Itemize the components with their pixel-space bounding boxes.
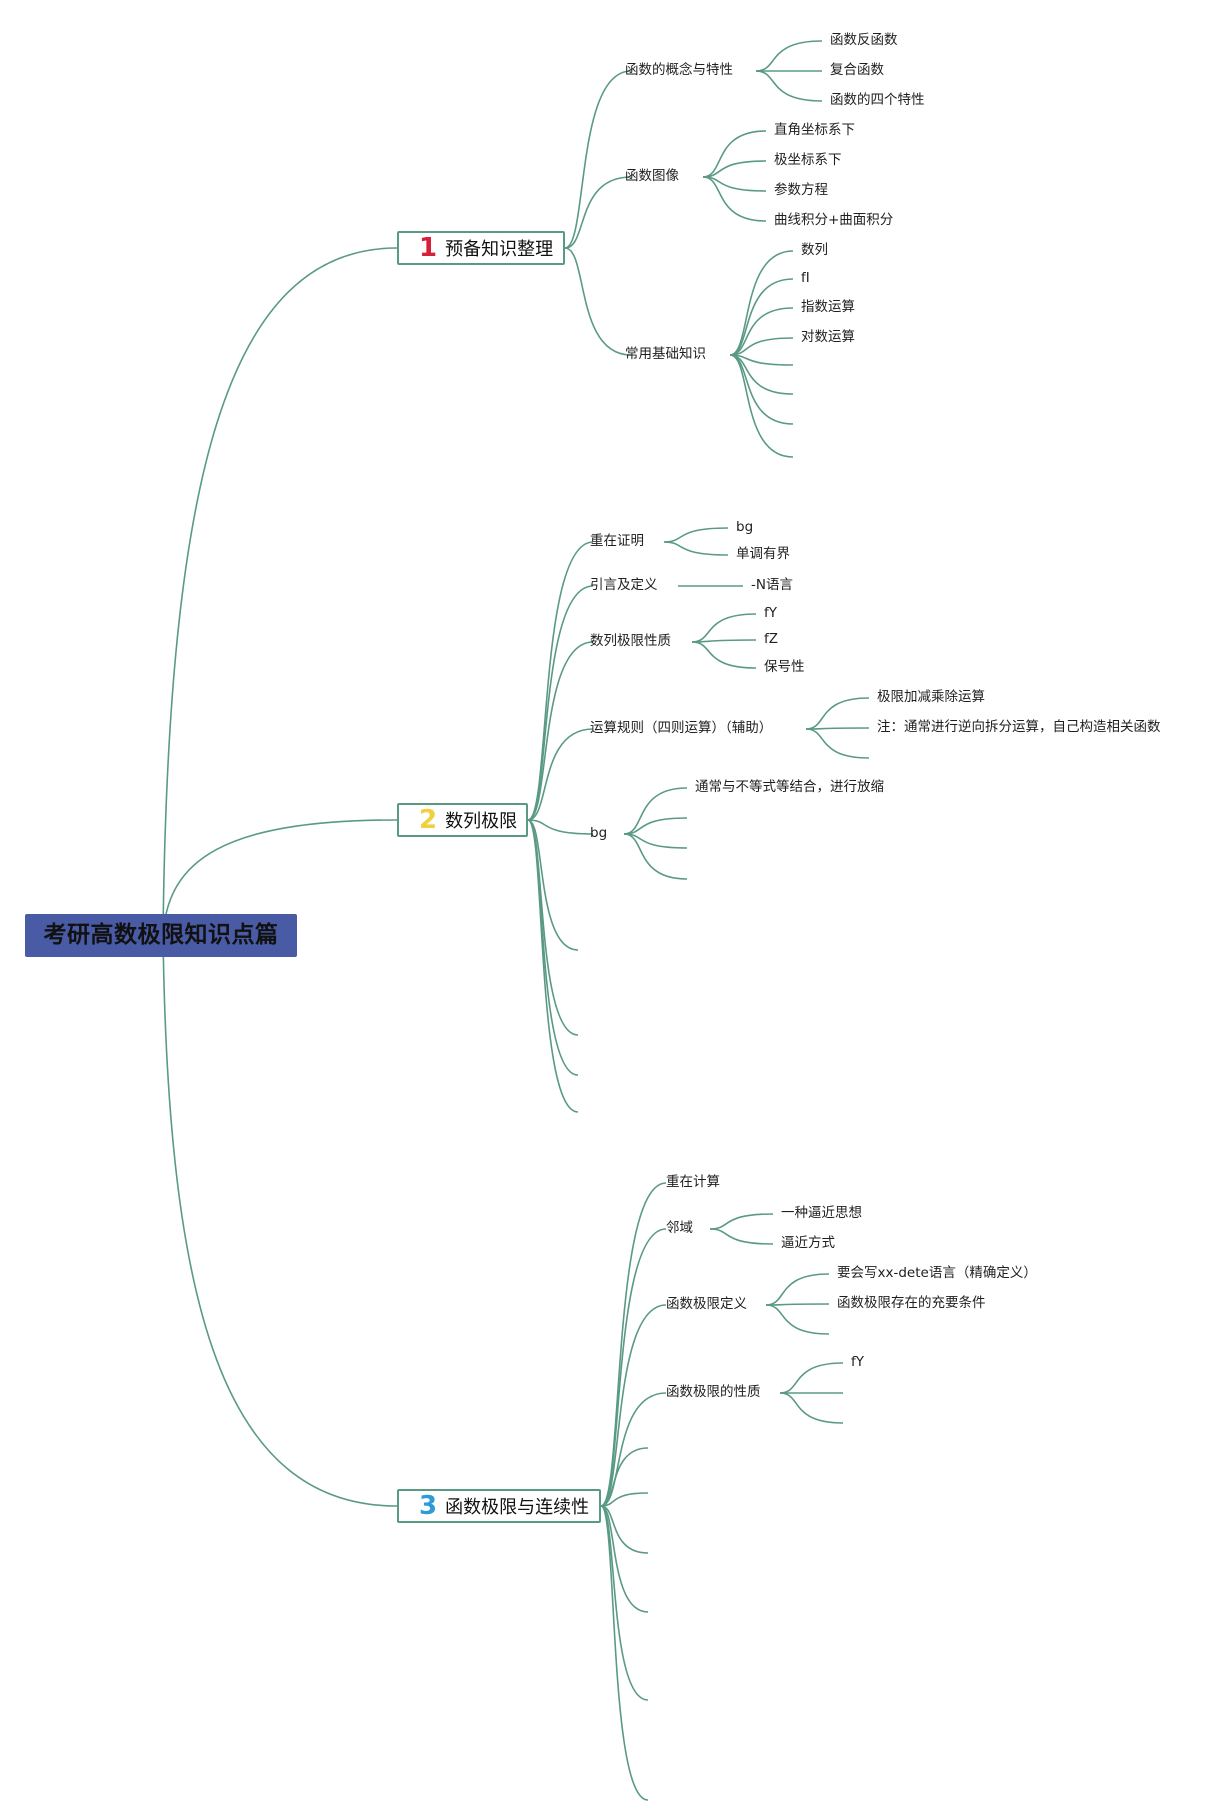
subtopic-3-4[interactable]: 函数极限的性质	[666, 1384, 761, 1400]
branch-connector-3-9	[600, 1505, 649, 1701]
leaf-connector-3-4-1	[779, 1362, 844, 1394]
subtopic-2-2[interactable]: 引言及定义	[590, 577, 658, 593]
leaf-connector-2-4-1	[805, 697, 870, 730]
leaf-connector-3-2-1	[709, 1213, 774, 1230]
topic-number-badge: 3	[419, 1491, 438, 1521]
branch-connector-3-10	[600, 1505, 649, 1801]
leaf-1-3-4[interactable]: 对数运算	[801, 329, 855, 345]
leaf-1-1-2[interactable]: 复合函数	[830, 62, 884, 78]
leaf-2-5-1[interactable]: 通常与不等式等结合，进行放缩	[695, 779, 884, 795]
topic-number-badge: 1	[419, 233, 438, 263]
subtopic-2-4[interactable]: 运算规则（四则运算）（辅助）	[590, 720, 773, 736]
branch-connector-3-2	[600, 1228, 667, 1507]
topic-label: 函数极限与连续性	[445, 1497, 590, 1518]
leaf-2-1-1[interactable]: bg	[736, 519, 754, 535]
leaf-3-4-1[interactable]: fY	[851, 1354, 864, 1370]
leaf-3-2-1[interactable]: 一种逼近思想	[781, 1205, 862, 1221]
leaf-1-1-1[interactable]: 函数反函数	[830, 32, 898, 48]
leaf-1-1-3[interactable]: 函数的四个特性	[830, 92, 925, 108]
leaf-3-3-2[interactable]: 函数极限存在的充要条件	[837, 1295, 986, 1311]
leaf-connector-2-4-2	[805, 727, 870, 730]
root-node[interactable]: 考研高数极限知识点篇	[25, 914, 297, 957]
branch-connector-1-3	[564, 247, 632, 356]
leaf-connector-3-3-3	[765, 1304, 830, 1335]
leaf-connector-1-1-3	[755, 70, 823, 102]
topic-number-badge: 2	[419, 805, 438, 835]
topic-label: 数列极限	[445, 811, 518, 832]
branch-connector-3-6	[600, 1492, 649, 1507]
leaf-connector-3-3-1	[765, 1273, 830, 1306]
branch-connector-3-5	[600, 1447, 649, 1507]
branch-connector-3-8	[600, 1505, 649, 1613]
leaf-2-1-2[interactable]: 单调有界	[736, 546, 790, 562]
branch-connector-2-6	[527, 819, 579, 951]
root-connector-2	[162, 819, 398, 936]
subtopic-3-2[interactable]: 邻域	[666, 1220, 693, 1236]
leaf-connector-2-3-1	[691, 613, 757, 643]
branch-connector-2-8	[527, 819, 579, 1076]
root-connector-1	[162, 247, 398, 936]
leaf-connector-2-5-3	[623, 833, 688, 849]
leaf-connector-2-5-2	[623, 817, 688, 835]
subtopic-2-5[interactable]: bg	[590, 825, 608, 841]
leaf-2-2-1[interactable]: -N语言	[751, 577, 793, 593]
leaf-connector-2-1-1	[663, 527, 729, 543]
leaf-1-2-4[interactable]: 曲线积分+曲面积分	[774, 212, 894, 228]
leaf-2-4-1[interactable]: 极限加减乘除运算	[877, 689, 985, 705]
leaf-connector-2-1-2	[663, 541, 729, 556]
subtopic-2-1[interactable]: 重在证明	[590, 533, 644, 549]
leaf-connector-1-3-4	[729, 337, 794, 356]
subtopic-1-2[interactable]: 函数图像	[625, 168, 679, 184]
root-connector-3	[162, 934, 398, 1507]
branch-connector-2-1	[527, 541, 594, 821]
leaf-connector-1-2-2	[702, 160, 767, 178]
leaf-connector-3-2-2	[709, 1228, 774, 1245]
branch-connector-3-3	[600, 1304, 667, 1507]
branch-connector-2-4	[527, 728, 594, 821]
leaf-connector-2-4-3	[805, 728, 870, 759]
leaf-connector-1-2-4	[702, 176, 767, 222]
leaf-1-3-1[interactable]: 数列	[801, 242, 828, 258]
topic-node-2[interactable]: 2 数列极限	[397, 803, 528, 837]
branch-connector-2-5	[527, 819, 594, 835]
leaf-2-4-2[interactable]: 注：通常进行逆向拆分运算，自己构造相关函数	[877, 719, 1161, 735]
subtopic-1-3[interactable]: 常用基础知识	[625, 346, 706, 362]
topic-label: 预备知识整理	[445, 239, 554, 260]
leaf-1-3-2[interactable]: fI	[801, 270, 810, 286]
leaf-1-2-1[interactable]: 直角坐标系下	[774, 122, 855, 138]
branch-connector-3-7	[600, 1505, 649, 1554]
topic-node-3[interactable]: 3 函数极限与连续性	[397, 1489, 601, 1523]
leaf-connector-3-4-3	[779, 1392, 844, 1424]
leaf-connector-1-3-2	[729, 278, 794, 356]
subtopic-3-1[interactable]: 重在计算	[666, 1174, 720, 1190]
leaf-2-3-1[interactable]: fY	[764, 605, 777, 621]
branch-connector-1-1	[564, 70, 632, 249]
leaf-1-2-3[interactable]: 参数方程	[774, 182, 828, 198]
leaf-2-3-2[interactable]: fZ	[764, 631, 779, 647]
branch-connector-2-9	[527, 819, 579, 1113]
leaf-2-3-3[interactable]: 保号性	[764, 659, 805, 675]
leaf-connector-2-3-3	[691, 641, 757, 669]
topic-node-1[interactable]: 1 预备知识整理	[397, 231, 565, 265]
leaf-connector-1-2-1	[702, 130, 767, 178]
branch-connector-2-3	[527, 641, 594, 821]
subtopic-3-3[interactable]: 函数极限定义	[666, 1296, 747, 1312]
leaf-connector-1-2-3	[702, 176, 767, 192]
leaf-connector-2-5-1	[623, 787, 688, 835]
leaf-connector-3-3-2	[765, 1303, 830, 1306]
leaf-3-3-1[interactable]: 要会写xx-dete语言（精确定义）	[837, 1265, 1037, 1281]
leaf-connector-1-3-8	[729, 354, 794, 458]
subtopic-1-1[interactable]: 函数的概念与特性	[625, 62, 733, 78]
leaf-1-3-3[interactable]: 指数运算	[801, 299, 855, 315]
leaf-connector-2-5-4	[623, 833, 688, 880]
subtopic-2-3[interactable]: 数列极限性质	[590, 633, 671, 649]
leaf-3-2-2[interactable]: 逼近方式	[781, 1235, 835, 1251]
leaf-1-2-2[interactable]: 极坐标系下	[774, 152, 842, 168]
branch-connector-1-2	[564, 176, 632, 249]
branch-connector-2-2	[527, 585, 594, 821]
leaf-connector-1-3-1	[729, 250, 794, 356]
leaf-connector-1-3-3	[729, 307, 794, 356]
leaf-connector-1-1-1	[755, 40, 823, 72]
